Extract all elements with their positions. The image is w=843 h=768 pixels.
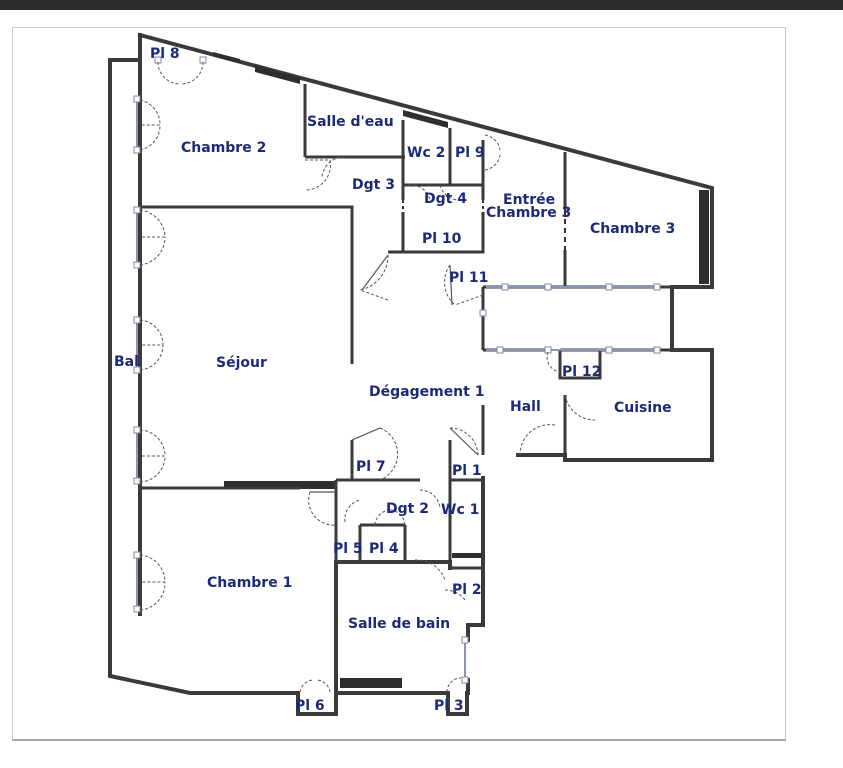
wall-fills <box>213 52 709 688</box>
label-pl1: Pl 1 <box>452 463 482 479</box>
label-bal: Bal <box>114 354 139 370</box>
label-salle-de-bain: Salle de bain <box>348 616 450 632</box>
door-leaves <box>310 254 479 493</box>
label-hall: Hall <box>510 399 541 415</box>
label-pl9: Pl 9 <box>455 145 485 161</box>
partition-lines <box>402 200 566 250</box>
label-pl11: Pl 11 <box>449 270 488 286</box>
frame-border-top <box>12 27 786 28</box>
label-pl2: Pl 2 <box>452 582 482 598</box>
label-wc2: Wc 2 <box>407 145 445 161</box>
label-salle-deau: Salle d'eau <box>307 114 394 130</box>
windows <box>133 56 661 684</box>
label-dgt3: Dgt 3 <box>352 177 395 193</box>
label-pl8: Pl 8 <box>150 46 180 62</box>
label-pl5: Pl 5 <box>333 541 363 557</box>
room-labels: Pl 8 Chambre 2 Salle d'eau Wc 2 Pl 9 Dgt… <box>114 46 675 714</box>
label-chambre2: Chambre 2 <box>181 140 266 156</box>
label-pl4: Pl 4 <box>369 541 399 557</box>
label-pl3: Pl 3 <box>434 698 464 714</box>
frame-border-bottom <box>12 739 786 741</box>
label-entree: Entrée <box>503 192 555 208</box>
label-wc1: Wc 1 <box>441 502 479 518</box>
frame-border-right <box>785 27 786 740</box>
label-chambre3: Chambre 3 <box>590 221 675 237</box>
label-pl6: Pl 6 <box>295 698 325 714</box>
label-pl10: Pl 10 <box>422 231 462 247</box>
label-entree-chambre3: Chambre 3 <box>486 205 571 221</box>
label-pl7: Pl 7 <box>356 459 386 475</box>
label-dgt2: Dgt 2 <box>386 501 429 517</box>
label-degagement1: Dégagement 1 <box>369 384 484 400</box>
label-sejour: Séjour <box>216 355 267 371</box>
outer-walls <box>108 32 714 716</box>
label-pl12: Pl 12 <box>562 364 601 380</box>
window-top-bar <box>0 0 843 10</box>
frame-border-left <box>12 27 13 740</box>
label-cuisine: Cuisine <box>614 400 672 416</box>
label-chambre1: Chambre 1 <box>207 575 292 591</box>
label-dgt4: Dgt 4 <box>424 191 467 207</box>
